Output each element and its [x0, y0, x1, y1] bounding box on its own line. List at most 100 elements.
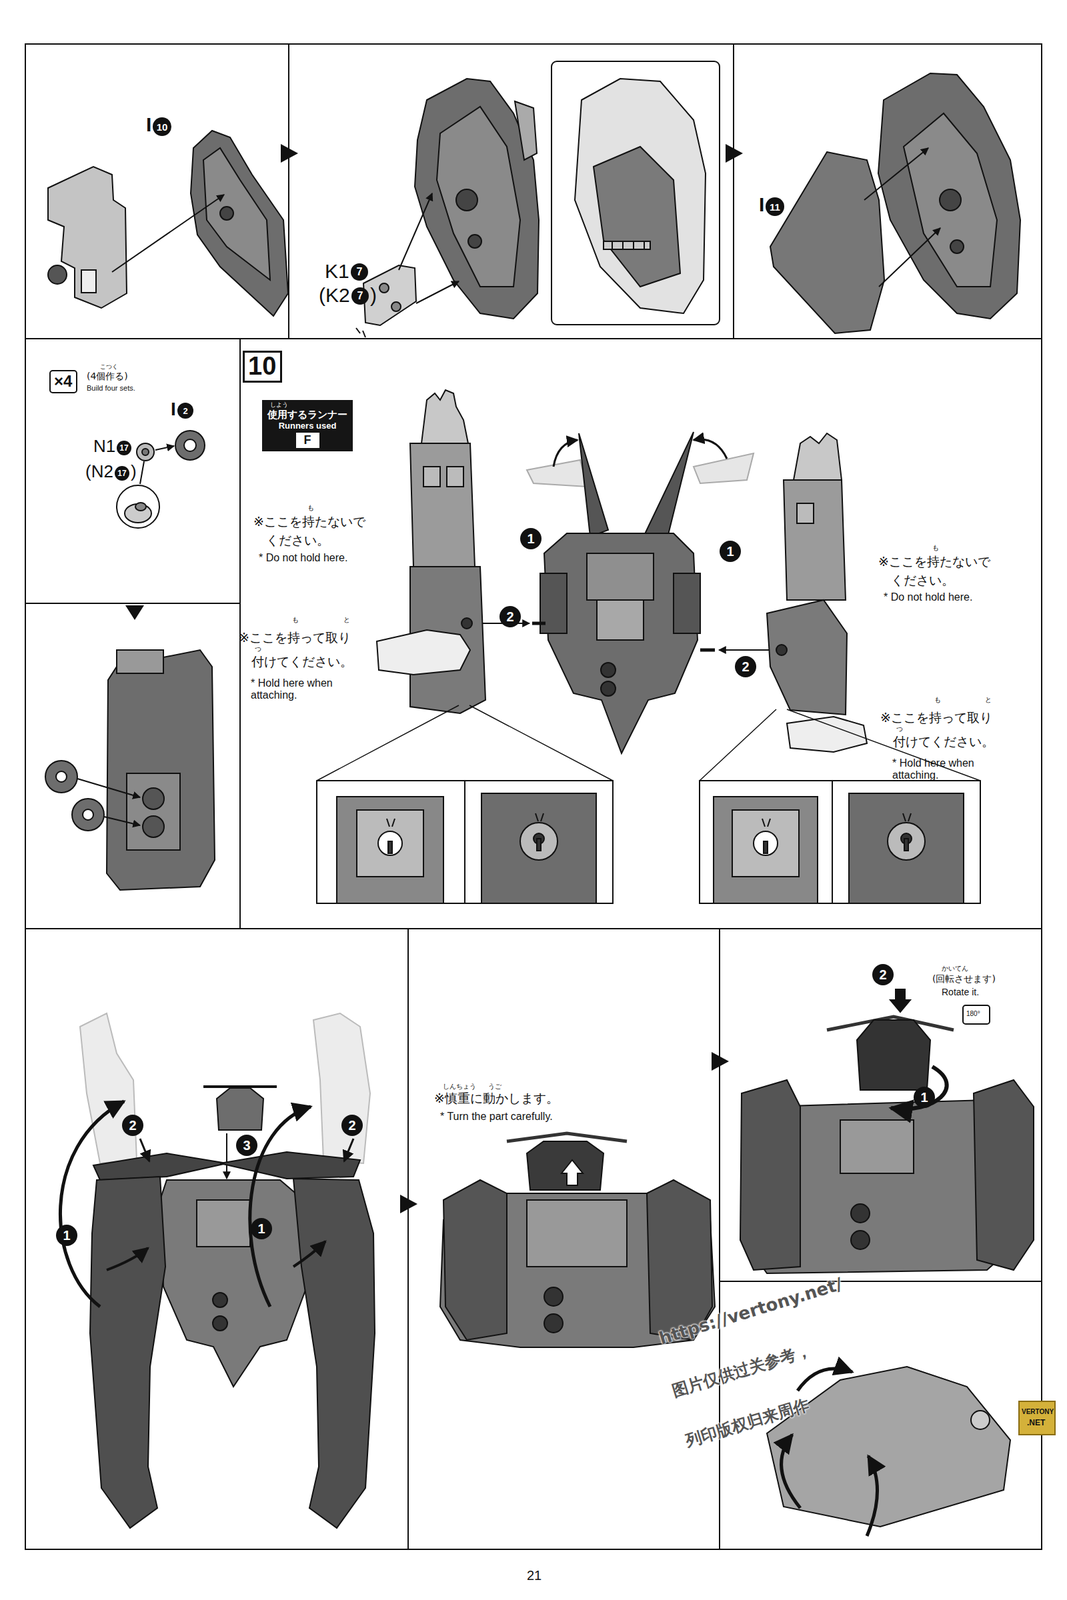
furigana: も [932, 544, 939, 553]
part-letter: I [146, 113, 152, 137]
panel-frame [407, 928, 409, 1550]
step-arrow [400, 1195, 418, 1214]
assembly-illustration [840, 1120, 914, 1174]
runner-box: しよう使用するランナーRunners usedF [262, 400, 353, 452]
assembly-illustration [776, 644, 787, 656]
assembly-illustration [60, 1101, 125, 1308]
assembly-illustration [80, 1013, 137, 1164]
washer-illustration [140, 461, 145, 485]
part-illustration [632, 241, 635, 250]
logo-badge [1018, 1401, 1055, 1436]
washer-illustration [45, 760, 78, 793]
part-illustration [48, 61, 1021, 338]
callout-number: 1 [520, 528, 542, 550]
panel-frame [25, 602, 241, 605]
part-illustration [379, 283, 389, 293]
assembly-illustration [600, 681, 616, 697]
furigana: も [934, 696, 941, 705]
callout-number: 1 [250, 1218, 273, 1240]
callout-number: 1 [913, 1087, 935, 1109]
panel-frame [288, 44, 290, 339]
detail-inset [713, 796, 818, 904]
assembly-illustration [526, 1200, 627, 1268]
part-letter: I [170, 398, 177, 421]
assembly-illustration [376, 630, 471, 675]
furigana: うご [488, 1083, 502, 1092]
panel-frame [25, 44, 1042, 1550]
part-number: 7 [351, 287, 369, 305]
note-text: * Turn the part carefully. [440, 1111, 553, 1124]
part-illustration [220, 206, 234, 221]
part-illustration [878, 73, 1021, 319]
assembly-illustration [220, 1152, 361, 1180]
assembly-illustration [469, 705, 613, 781]
detail-inset [316, 780, 981, 904]
assembly-illustration [643, 432, 694, 541]
furigana: と [984, 696, 992, 705]
assembly-illustration [856, 1020, 931, 1091]
detail-inset [356, 810, 424, 877]
step-arrow [711, 1052, 729, 1072]
washer-illustration [142, 788, 165, 810]
washer-illustration [175, 430, 205, 461]
detail-inset [832, 780, 981, 904]
washer-illustration [72, 798, 105, 831]
assembly-illustration [440, 1133, 715, 1348]
washer-illustration [184, 439, 197, 452]
callout-number: 2 [122, 1115, 144, 1137]
furigana: かいてん [941, 964, 969, 973]
note-text: * Do not hold here. [258, 552, 348, 565]
assembly-illustration [506, 1133, 627, 1142]
part-illustration [603, 241, 651, 250]
assembly-illustration [313, 1013, 371, 1164]
step-number: 10 [242, 350, 283, 383]
part-illustration [574, 78, 706, 314]
assembly-illustration [962, 1005, 990, 1025]
watermark: https://vertony.net/ [656, 1275, 845, 1350]
assembly-illustration [700, 648, 715, 653]
part-illustration [611, 241, 613, 250]
detail-inset [887, 822, 925, 861]
note-text: Build four sets. [86, 384, 136, 393]
assembly-illustration [344, 1139, 354, 1162]
assembly-illustration [850, 1204, 870, 1224]
assembly-illustration [890, 989, 911, 1013]
detail-inset [767, 818, 771, 827]
assembly-illustration [421, 390, 469, 444]
part-illustration [468, 234, 482, 249]
detail-inset [699, 780, 833, 904]
part-illustration [643, 241, 645, 250]
assembly-illustration [423, 466, 441, 487]
part-letter: K1 [324, 260, 350, 284]
assembly-illustration [693, 453, 754, 484]
part-illustration [903, 113, 997, 287]
warning-note: ※慎重に動かします。 [434, 1091, 559, 1107]
detail-inset [753, 831, 778, 856]
part-illustration [391, 302, 401, 312]
warning-note: ※ここを持って取り 付けてください。 [238, 625, 385, 674]
assembly-illustration [781, 1435, 801, 1509]
part-illustration [770, 152, 885, 334]
assembly-illustration [890, 1067, 947, 1110]
furigana: しんちょう [442, 1083, 477, 1092]
washer-illustration [142, 816, 165, 838]
logo-text: VERTONY [1021, 1408, 1054, 1417]
part-number: 2 [177, 402, 194, 419]
callout-number: 2 [872, 964, 894, 986]
note-text: * Do not hold here. [883, 591, 973, 604]
part-illustration [81, 270, 97, 293]
part-illustration [436, 106, 521, 287]
assembly-illustration [783, 480, 846, 601]
part-letter: (N2 [85, 462, 114, 483]
node-text: 10 [248, 353, 277, 381]
note-text: (回転させます) [932, 973, 996, 985]
washer-illustration [142, 448, 149, 456]
detail-inset [763, 841, 768, 854]
assembly-illustration [699, 709, 777, 781]
warning-note: ※ここを持って取り 付けてください。 [880, 705, 1027, 754]
assembly-illustration [526, 460, 587, 487]
washer-illustration [126, 773, 181, 851]
assembly-illustration [673, 573, 701, 634]
warning-note: ※ここを持たないで ください。 [878, 552, 1025, 590]
